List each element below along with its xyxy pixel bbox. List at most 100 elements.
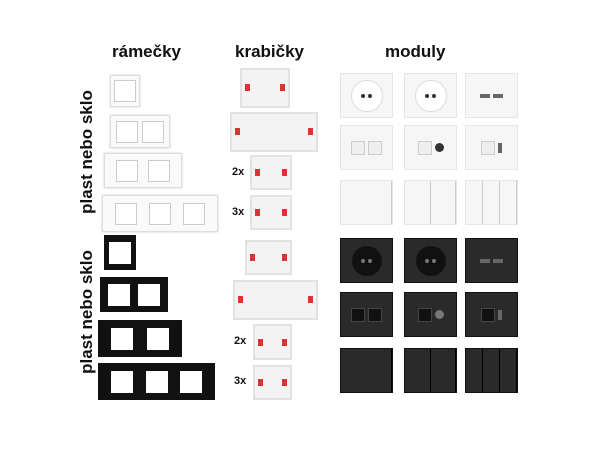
switch-double-module: [404, 348, 457, 393]
frame-opening: [138, 283, 160, 306]
socket-pin: [432, 258, 436, 263]
socket-pin: [425, 258, 429, 263]
switch-key: [431, 181, 456, 224]
red-tab: [245, 84, 250, 92]
mounting-box: [245, 240, 292, 275]
data-jack-icon: [417, 307, 432, 322]
white-box-3x-label: 3x: [232, 206, 245, 218]
usb-port-icon: [498, 309, 502, 320]
switch-key: [405, 181, 431, 224]
frame-opening: [115, 202, 137, 225]
data-jack-icon: [351, 307, 365, 322]
wifi-router-module: [465, 292, 518, 337]
data-jack-icon: [417, 140, 432, 155]
frame-opening: [142, 120, 165, 143]
usb-port-icon: [480, 258, 490, 263]
switch-triple-module: [465, 180, 518, 225]
frame-opening: [109, 241, 131, 264]
socket-face: [415, 245, 446, 276]
mounting-box: [240, 68, 290, 108]
white-box-2x-label: 2x: [232, 166, 245, 178]
red-tab: [282, 379, 287, 387]
frame-opening: [114, 80, 136, 102]
usb-port-icon: [480, 93, 490, 98]
mounting-box: [253, 365, 292, 400]
usb-port-icon: [498, 142, 502, 153]
data-tv-module: [404, 125, 457, 170]
frame-opening: [183, 202, 205, 225]
white-frame-3: [102, 195, 218, 232]
black-frame-3: [98, 363, 215, 400]
socket-pin: [368, 258, 372, 263]
red-tab: [258, 379, 263, 387]
switch-key: [500, 181, 517, 224]
frame-opening: [111, 327, 134, 350]
red-tab: [282, 338, 287, 346]
socket-usb-module: [404, 73, 457, 118]
frame-opening: [145, 370, 168, 393]
lan-port-icon: [481, 307, 495, 322]
header-modules: moduly: [385, 42, 446, 61]
socket-face: [350, 79, 383, 112]
socket-pin: [425, 93, 429, 98]
data-jack-icon: [368, 307, 382, 322]
red-tab: [282, 169, 287, 177]
switch-key: [500, 349, 517, 392]
switch-double-module: [404, 180, 457, 225]
socket-module: [340, 238, 393, 283]
header-boxes: krabičky: [235, 42, 304, 61]
switch-single-module: [340, 348, 393, 393]
black-box-2x-label: 2x: [234, 335, 247, 347]
red-tab: [258, 338, 263, 346]
frame-opening: [115, 159, 138, 182]
black-frame-2: [100, 277, 168, 312]
mounting-box: [253, 324, 292, 360]
socket-pin: [361, 258, 365, 263]
data-double-module: [340, 125, 393, 170]
data-tv-module: [404, 292, 457, 337]
frame-opening: [148, 159, 171, 182]
tv-port-icon: [434, 143, 444, 152]
red-tab: [238, 296, 243, 304]
switch-key: [341, 349, 392, 392]
red-tab: [308, 128, 313, 136]
white-group-label: plast nebo sklo: [77, 90, 96, 214]
red-tab: [308, 296, 313, 304]
frame-opening: [115, 120, 138, 143]
red-tab: [280, 84, 285, 92]
header-frames: rámečky: [112, 42, 182, 61]
black-frame-1: [104, 235, 136, 270]
red-tab: [282, 254, 287, 262]
mounting-box: [233, 280, 318, 320]
lan-port-icon: [481, 140, 495, 155]
switch-key: [466, 181, 483, 224]
red-tab: [250, 254, 255, 262]
frame-opening: [110, 370, 133, 393]
frame-opening: [146, 327, 169, 350]
mounting-box: [250, 195, 292, 230]
mounting-box: [230, 112, 318, 152]
socket-pin: [361, 93, 365, 98]
usb-port-icon: [493, 258, 503, 263]
wifi-router-module: [465, 125, 518, 170]
usb-charger-module: [465, 73, 518, 118]
red-tab: [255, 209, 260, 217]
switch-key: [483, 349, 500, 392]
socket-module: [340, 73, 393, 118]
data-jack-icon: [368, 140, 382, 155]
switch-key: [483, 181, 500, 224]
data-jack-icon: [351, 140, 365, 155]
frame-opening: [149, 202, 171, 225]
red-tab: [235, 128, 240, 136]
switch-key: [341, 181, 392, 224]
red-tab: [282, 209, 287, 217]
frame-opening: [180, 370, 203, 393]
socket-face: [414, 79, 447, 112]
frame-opening: [108, 283, 130, 306]
socket-pin: [432, 93, 436, 98]
black-frame-2: [98, 320, 182, 357]
usb-port-icon: [493, 93, 503, 98]
data-double-module: [340, 292, 393, 337]
switch-triple-module: [465, 348, 518, 393]
